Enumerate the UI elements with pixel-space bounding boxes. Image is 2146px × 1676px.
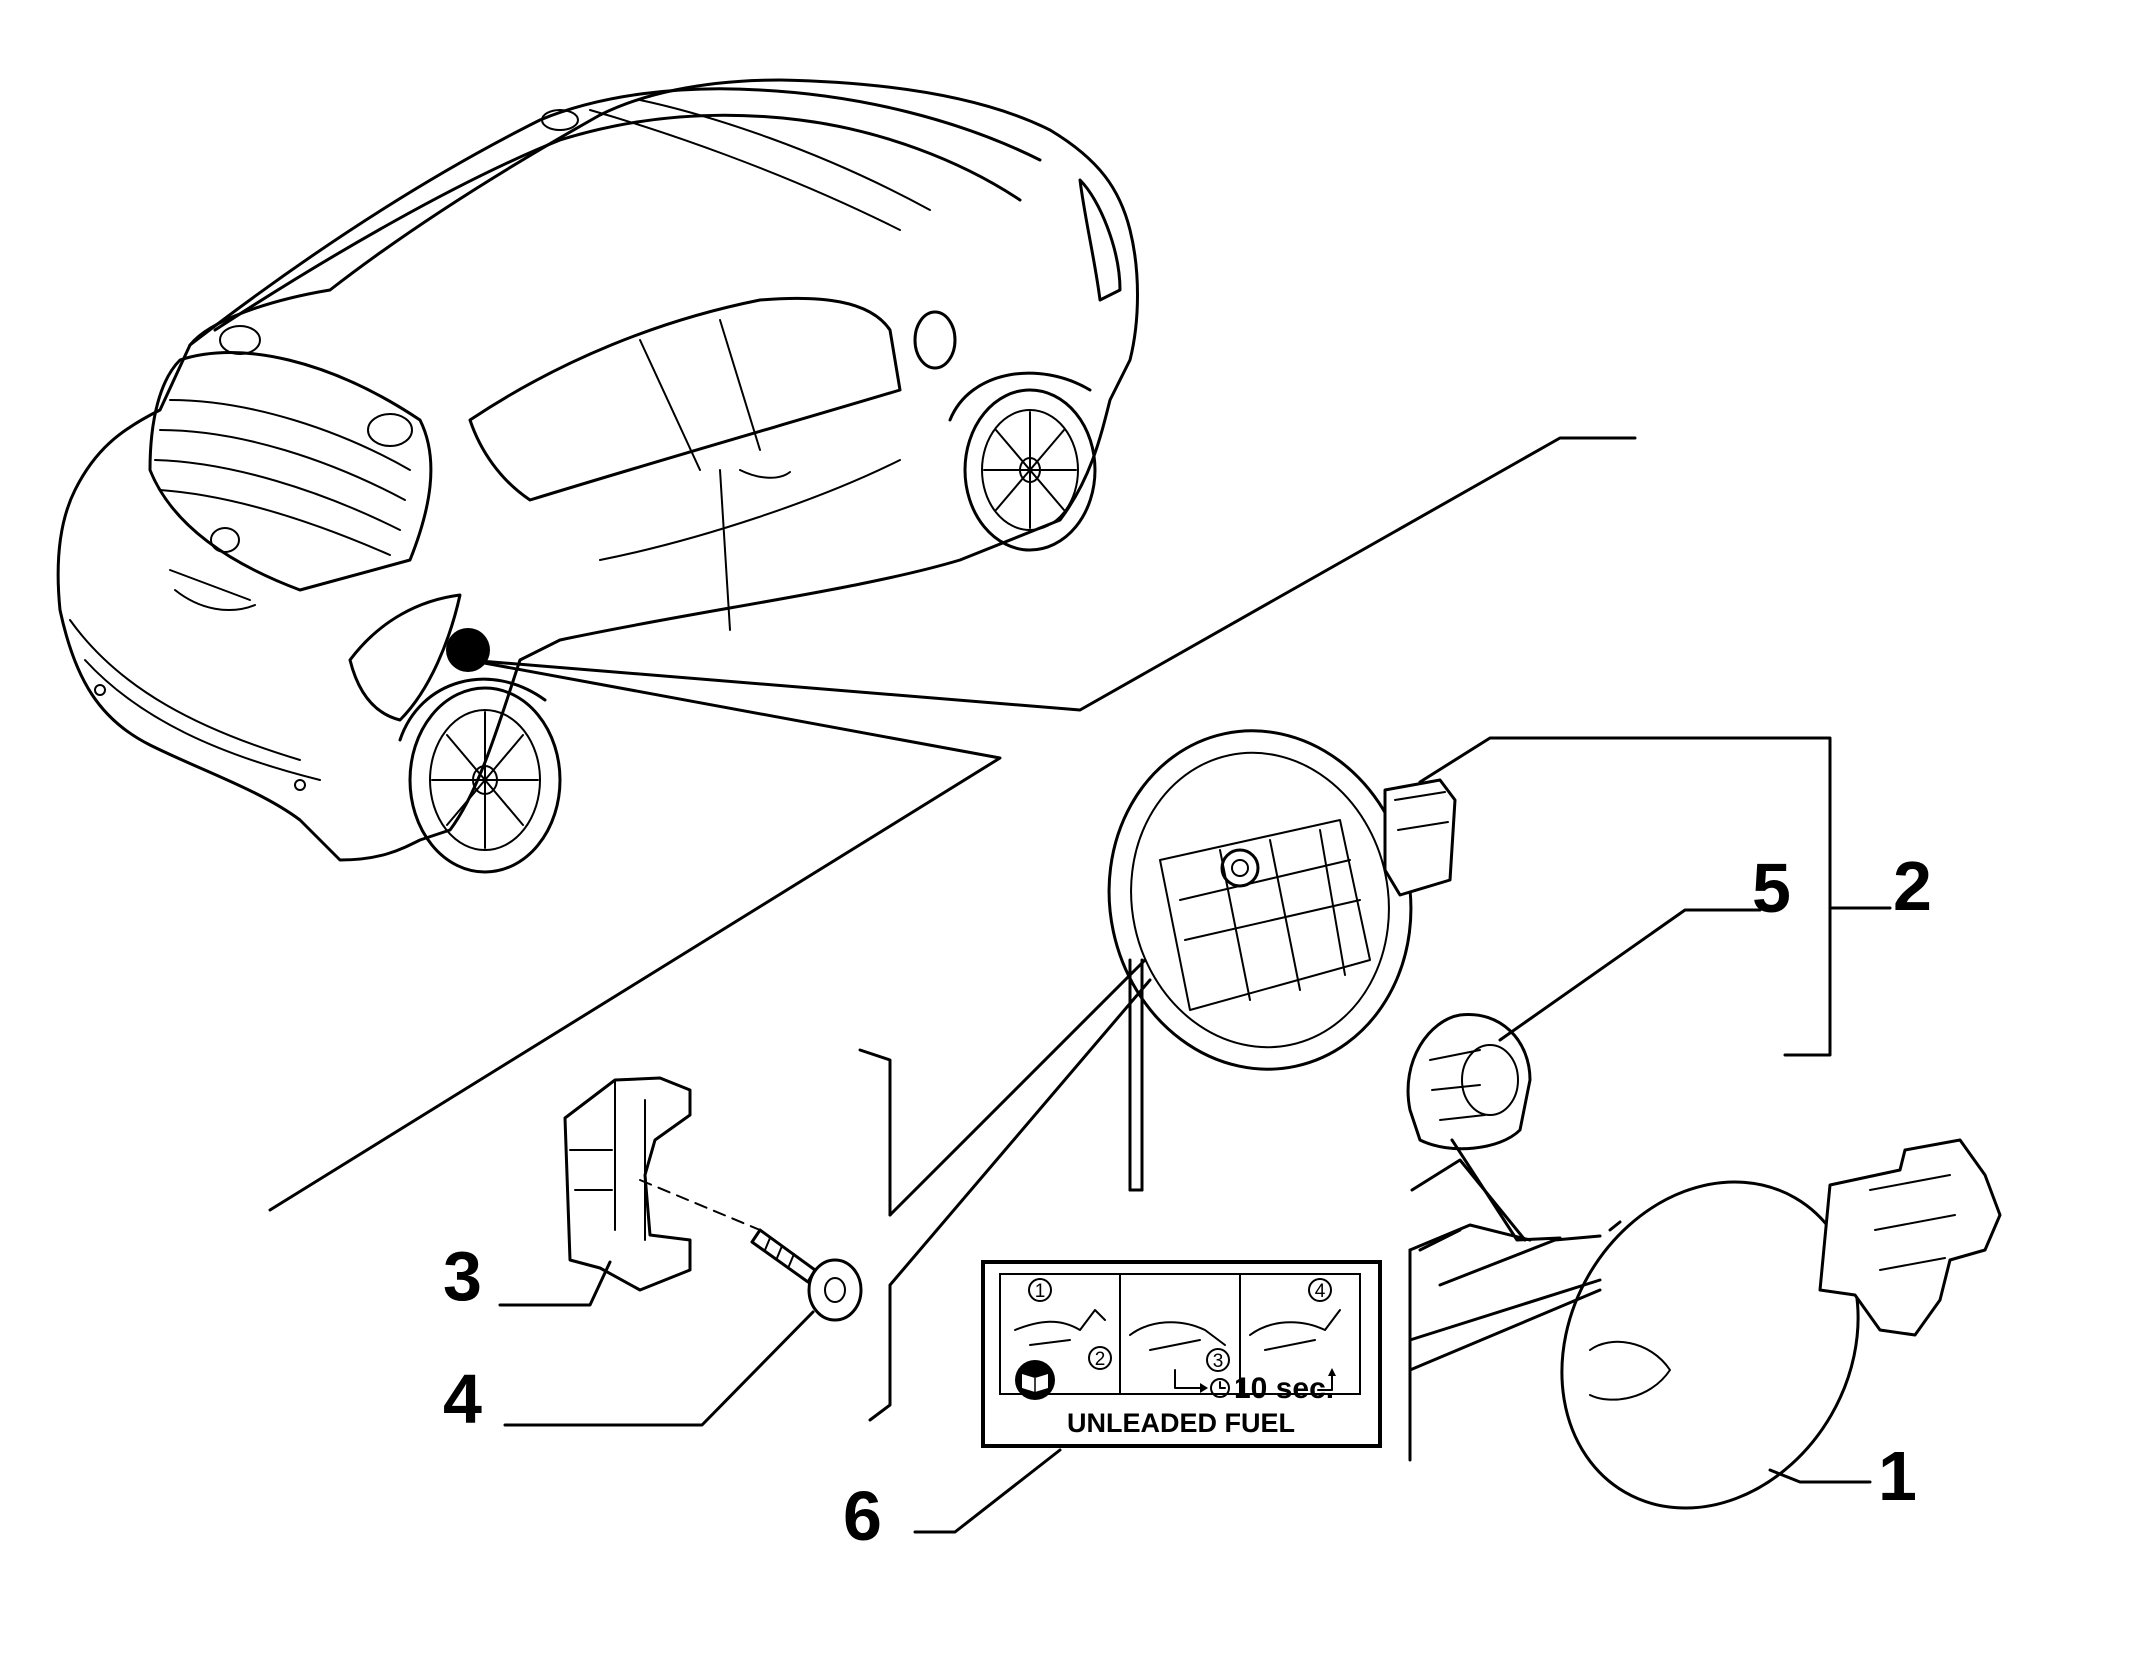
callout-5: 5 (1752, 849, 1791, 927)
fuel-door (1560, 1138, 2002, 1510)
label-step-2: 2 (1095, 1349, 1106, 1370)
unleaded-fuel-label: 1 2 3 4 10 sec. UNLEADED FUEL (981, 1260, 1382, 1448)
label-step-3: 3 (1213, 1351, 1224, 1372)
label-step-4: 4 (1315, 1281, 1326, 1302)
timer-icon (1210, 1378, 1230, 1398)
label-fuel-text: UNLEADED FUEL (1067, 1408, 1295, 1438)
callout-1: 1 (1878, 1437, 1917, 1515)
callout-4: 4 (443, 1360, 482, 1438)
label-time-text: 10 sec. (1234, 1372, 1334, 1405)
retaining-clip (563, 1076, 692, 1292)
fuel-flap-location-marker (446, 628, 490, 672)
label-step-1: 1 (1035, 1281, 1046, 1302)
fuel-door-housing (1107, 729, 1457, 1192)
callout-2: 2 (1893, 847, 1932, 925)
fuel-cap (1406, 1012, 1532, 1151)
screw (639, 1179, 863, 1322)
car-illustration (56, 78, 1637, 1212)
callout-3: 3 (443, 1237, 482, 1315)
callout-6: 6 (843, 1477, 882, 1555)
